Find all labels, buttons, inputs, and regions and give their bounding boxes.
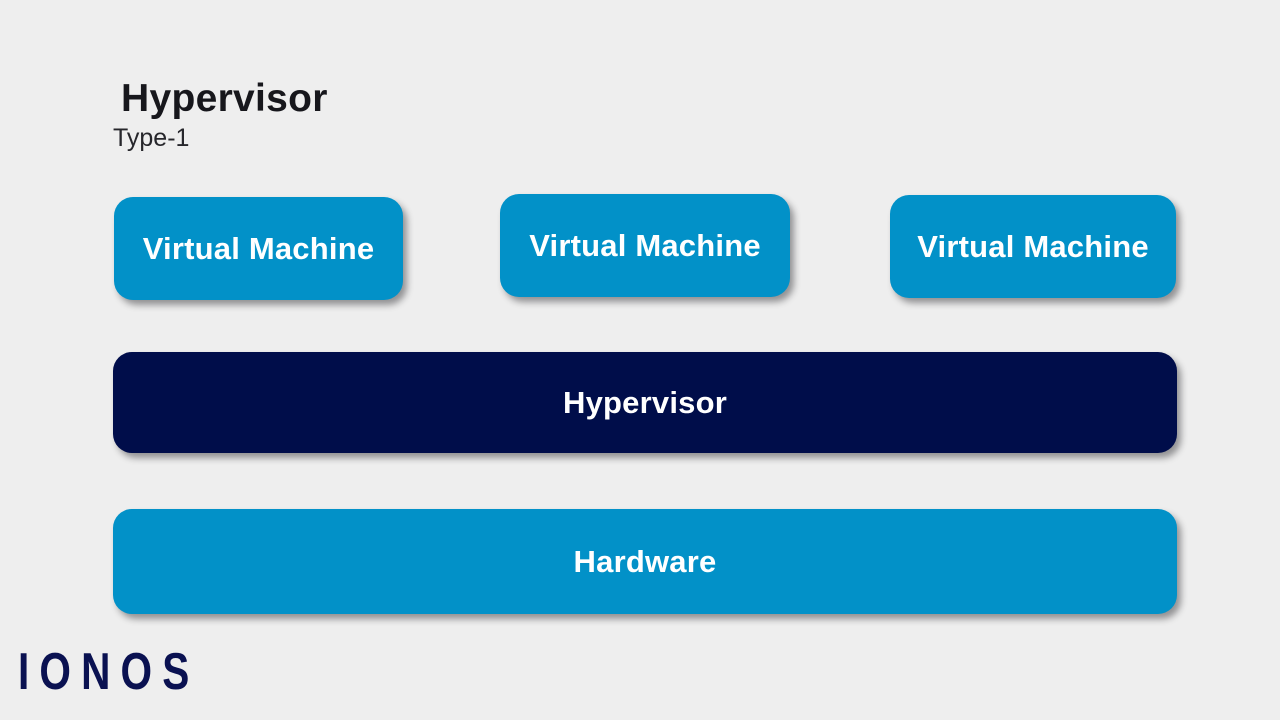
- virtual-machine-label: Virtual Machine: [917, 228, 1149, 264]
- page-title: Hypervisor: [121, 77, 328, 120]
- hardware-layer-label: Hardware: [573, 543, 717, 579]
- ionos-logo: IONOS: [18, 645, 251, 699]
- virtual-machine-box-1: Virtual Machine: [114, 197, 403, 300]
- page-subtitle: Type-1: [113, 124, 190, 152]
- ionos-logo-wordmark: IONOS: [18, 643, 200, 701]
- virtual-machine-box-3: Virtual Machine: [890, 195, 1176, 298]
- hypervisor-layer-bar: Hypervisor: [113, 352, 1177, 453]
- virtual-machine-label: Virtual Machine: [529, 227, 761, 263]
- virtual-machine-label: Virtual Machine: [142, 230, 375, 266]
- virtual-machine-box-2: Virtual Machine: [500, 194, 790, 297]
- hypervisor-layer-label: Hypervisor: [563, 384, 727, 420]
- heading-block: Hypervisor Type-1: [113, 76, 813, 153]
- hardware-layer-bar: Hardware: [113, 509, 1177, 614]
